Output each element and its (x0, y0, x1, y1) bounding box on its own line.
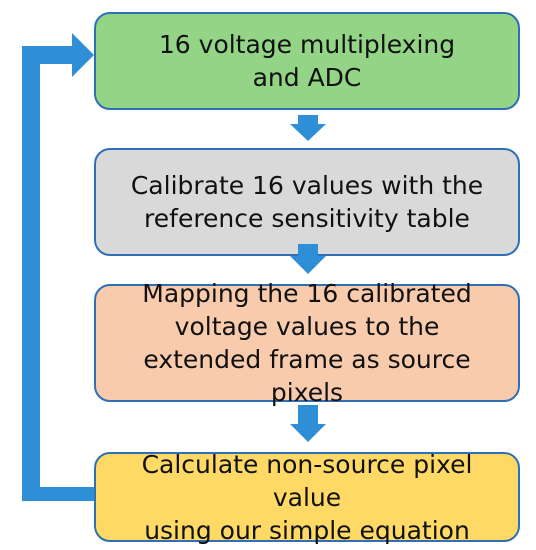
down-arrow-icon (290, 405, 326, 442)
step-line: extended frame as source pixels (143, 345, 471, 407)
step-line: and ADC (252, 63, 362, 92)
step-line: voltage values to the (174, 312, 440, 341)
step-text: Mapping the 16 calibrated voltage values… (106, 277, 508, 409)
down-arrow-icon (290, 115, 326, 141)
step-line: Calibrate 16 values with the (130, 171, 484, 200)
step-line: reference sensitivity table (144, 204, 470, 233)
step-line: using our simple equation (144, 515, 470, 545)
step-box-calibrate: Calibrate 16 values with the reference s… (94, 148, 520, 256)
step-box-calculate: Calculate non-source pixel value using o… (94, 450, 520, 545)
step-line: Mapping the 16 calibrated (142, 279, 472, 308)
step-text: Calibrate 16 values with the reference s… (131, 169, 483, 235)
step-box-mapping: Mapping the 16 calibrated voltage values… (94, 279, 520, 407)
step-text: 16 voltage multiplexing and ADC (159, 28, 455, 94)
step-line: 16 voltage multiplexing (158, 30, 456, 59)
step-text: Calculate non-source pixel value using o… (106, 448, 508, 547)
loop-back-arrow-icon (22, 33, 94, 501)
step-box-multiplexing: 16 voltage multiplexing and ADC (94, 12, 520, 110)
step-line: Calculate non-source pixel value (141, 449, 473, 512)
